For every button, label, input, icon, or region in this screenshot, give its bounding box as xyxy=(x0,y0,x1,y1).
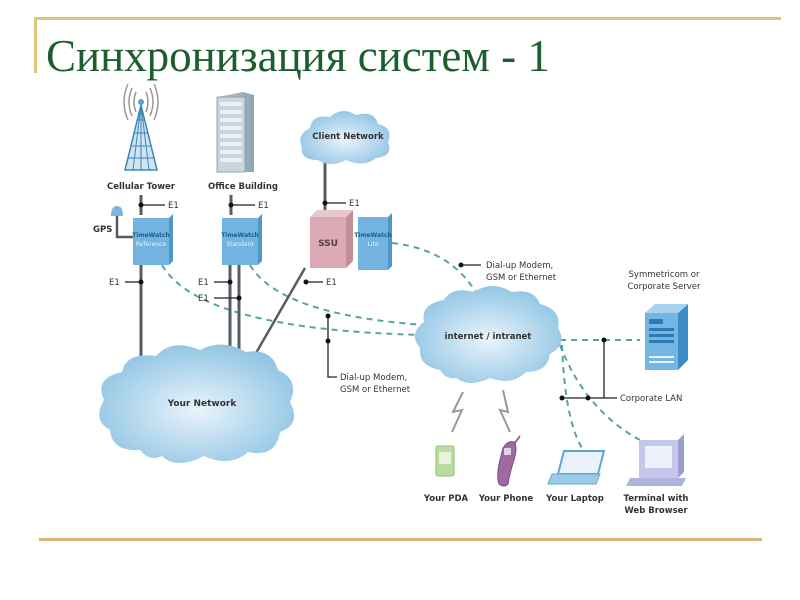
terminal-label-line2: Web Browser xyxy=(624,506,688,516)
tw-reference-line1: TimeWatch xyxy=(132,232,170,239)
slide-title: Синхронизация систем - 1 xyxy=(46,31,550,81)
dialup-bottom-line1: Dial-up Modem, xyxy=(340,373,407,383)
laptop-label: Your Laptop xyxy=(545,494,604,504)
e1-label: E1 xyxy=(109,278,120,288)
ssu-label: SSU xyxy=(318,239,338,249)
tw-standard-line2: Standard xyxy=(226,241,253,248)
ssu-device: SSU xyxy=(310,210,353,268)
e1-label: E1 xyxy=(349,199,360,209)
e1-label: E1 xyxy=(326,278,337,288)
server-icon xyxy=(645,304,688,370)
e1-label: E1 xyxy=(258,201,269,211)
pda-icon xyxy=(435,445,455,477)
phone-label: Your Phone xyxy=(478,494,534,504)
tw-reference-line2: Reference xyxy=(136,241,167,248)
pda-label: Your PDA xyxy=(423,494,469,504)
server-label-line1: Symmetricom or xyxy=(629,270,700,280)
gps-label: GPS xyxy=(93,225,112,235)
label-leaders xyxy=(125,202,617,399)
laptop-icon xyxy=(547,450,606,485)
your-network-label: Your Network xyxy=(167,399,238,409)
link-standard-internet xyxy=(249,264,426,326)
tw-lite-line1: TimeWatch xyxy=(354,232,392,239)
timewatch-reference-device: TimeWatch Reference xyxy=(132,214,173,265)
cellular-tower-label: Cellular Tower xyxy=(107,182,176,192)
wireless-signal-icons xyxy=(451,389,511,433)
office-building-icon xyxy=(216,92,254,173)
timewatch-standard-device: TimeWatch Standard xyxy=(221,214,262,265)
link-lite-internet xyxy=(391,242,481,301)
corporate-lan-label: Corporate LAN xyxy=(620,394,682,404)
link-ssu-network xyxy=(250,267,307,361)
terminal-label-line1: Terminal with xyxy=(624,494,689,504)
your-network-cloud: Your Network xyxy=(99,344,295,463)
timewatch-lite-device: TimeWatch Lite xyxy=(354,213,392,270)
internet-cloud: internet / intranet xyxy=(414,286,562,383)
tw-standard-line1: TimeWatch xyxy=(221,232,259,239)
office-building-label: Office Building xyxy=(208,182,278,192)
link-internet-laptop xyxy=(561,344,583,449)
server-label-line2: Corporate Server xyxy=(627,282,701,292)
gps-antenna-icon xyxy=(111,206,123,216)
terminal-icon xyxy=(626,434,686,486)
junction-dots xyxy=(138,200,607,401)
dashed-links xyxy=(161,242,641,449)
e1-label: E1 xyxy=(168,201,179,211)
link-gps-reference xyxy=(115,215,133,239)
title-rule-top xyxy=(34,17,781,20)
e1-label: E1 xyxy=(198,278,209,288)
link-reference-internet xyxy=(161,264,426,336)
client-network-label: Client Network xyxy=(312,132,384,142)
e1-label: E1 xyxy=(198,294,209,304)
cellular-tower-icon xyxy=(123,83,159,171)
phone-icon xyxy=(497,435,521,487)
dialup-bottom-line2: GSM or Ethernet xyxy=(340,385,411,395)
footer-rule xyxy=(39,538,762,541)
tw-lite-line2: Lite xyxy=(367,241,378,248)
dialup-top-line2: GSM or Ethernet xyxy=(486,273,557,283)
internet-label: internet / intranet xyxy=(445,332,532,342)
dialup-top-line1: Dial-up Modem, xyxy=(486,261,553,271)
title-rule-left xyxy=(34,17,37,73)
client-network-cloud: Client Network xyxy=(300,110,390,164)
link-internet-terminal xyxy=(559,344,641,441)
